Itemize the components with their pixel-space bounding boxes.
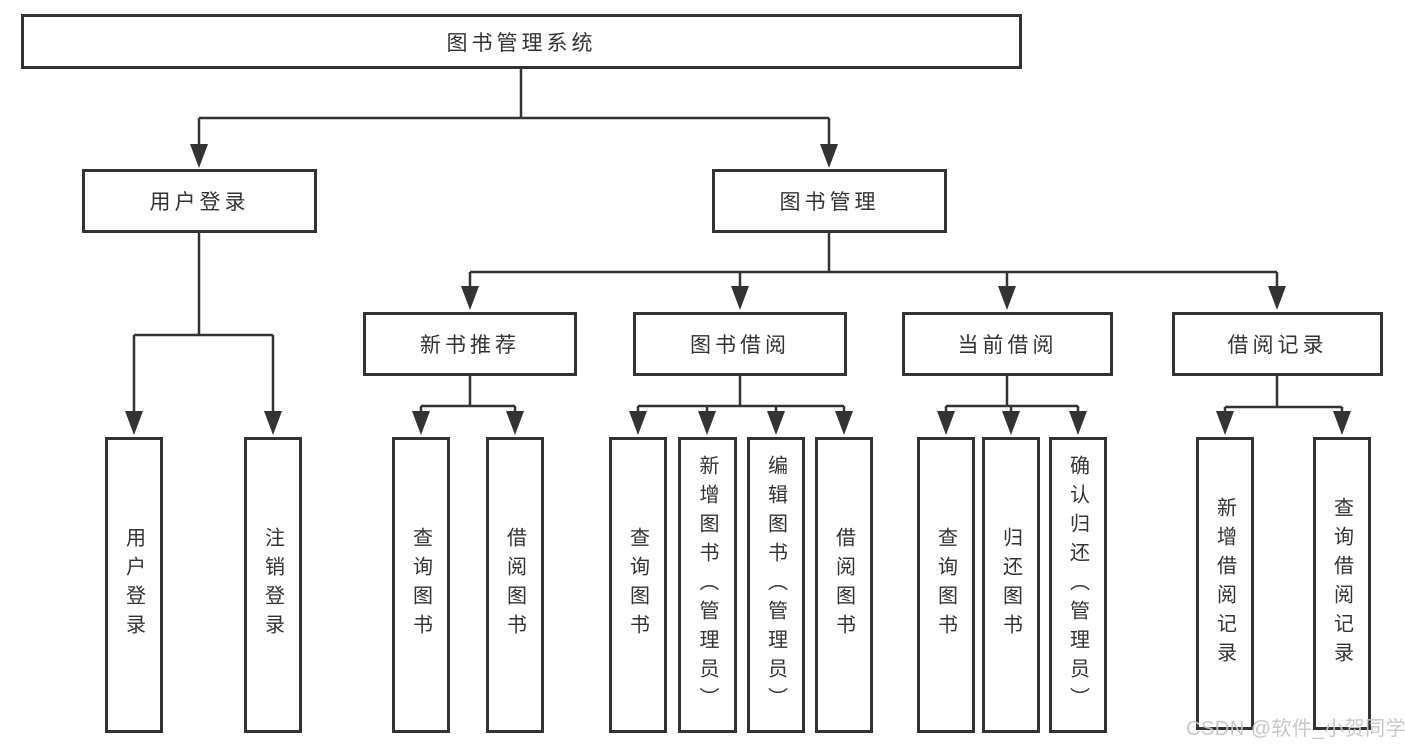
leaf-borrow-books-2: 借阅图书 xyxy=(815,437,873,733)
node-label: 归还图书 xyxy=(999,527,1022,643)
leaf-add-book-admin: 新增图书（管理员） xyxy=(678,437,737,733)
node-label: 新增图书（管理员） xyxy=(696,454,718,716)
leaf-query-books-2: 查询图书 xyxy=(609,437,667,733)
arrow-down-icon xyxy=(698,411,716,435)
node-label: 用户登录 xyxy=(122,527,145,643)
arrow-down-icon xyxy=(1333,411,1351,435)
node-label: 新书推荐 xyxy=(420,334,520,357)
leaf-return-book: 归还图书 xyxy=(982,437,1040,733)
leaf-confirm-return-admin: 确认归还（管理员） xyxy=(1049,437,1107,733)
arrow-down-icon xyxy=(820,144,838,168)
leaf-query-borrow-record: 查询借阅记录 xyxy=(1313,437,1371,730)
leaf-logout: 注销登录 xyxy=(244,437,302,733)
node-new-book-recommend: 新书推荐 xyxy=(363,312,577,376)
leaf-add-borrow-record: 新增借阅记录 xyxy=(1196,437,1254,730)
node-label: 当前借阅 xyxy=(957,334,1058,357)
leaf-user-login: 用户登录 xyxy=(105,437,163,733)
node-user-login-module: 用户登录 xyxy=(82,169,317,233)
arrow-down-icon xyxy=(1002,411,1020,435)
node-label: 图书管理系统 xyxy=(446,31,597,55)
arrow-down-icon xyxy=(125,411,143,435)
node-label: 图书管理 xyxy=(779,191,880,214)
arrow-down-icon xyxy=(461,286,479,310)
arrow-down-icon xyxy=(835,411,853,435)
node-label: 借阅图书 xyxy=(832,527,855,643)
leaf-borrow-books-1: 借阅图书 xyxy=(486,437,544,733)
arrowhead-group xyxy=(125,144,1351,435)
leaf-query-books-1: 查询图书 xyxy=(392,437,450,733)
node-label: 查询借阅记录 xyxy=(1330,496,1353,671)
node-label: 用户登录 xyxy=(149,191,250,214)
leaf-query-books-3: 查询图书 xyxy=(917,437,975,733)
node-label: 新增借阅记录 xyxy=(1213,496,1236,671)
arrow-down-icon xyxy=(731,286,749,310)
arrow-down-icon xyxy=(998,286,1016,310)
node-label: 注销登录 xyxy=(261,527,284,643)
node-root-system: 图书管理系统 xyxy=(21,14,1022,69)
node-label: 查询图书 xyxy=(409,527,432,643)
node-label: 借阅记录 xyxy=(1227,334,1328,357)
arrow-down-icon xyxy=(767,411,785,435)
arrow-down-icon xyxy=(264,411,282,435)
arrow-down-icon xyxy=(937,411,955,435)
arrow-down-icon xyxy=(412,411,430,435)
node-book-borrowing: 图书借阅 xyxy=(633,312,847,376)
arrow-down-icon xyxy=(190,144,208,168)
arrow-down-icon xyxy=(629,411,647,435)
node-book-management: 图书管理 xyxy=(712,169,947,233)
leaf-edit-book-admin: 编辑图书（管理员） xyxy=(747,437,805,733)
node-label: 查询图书 xyxy=(934,527,957,643)
node-label: 借阅图书 xyxy=(503,527,526,643)
node-borrowing-records: 借阅记录 xyxy=(1172,312,1383,376)
arrow-down-icon xyxy=(1216,411,1234,435)
node-current-borrowing: 当前借阅 xyxy=(902,312,1113,376)
node-label: 编辑图书（管理员） xyxy=(764,454,787,716)
arrow-down-icon xyxy=(1069,411,1087,435)
node-label: 查询图书 xyxy=(626,527,649,643)
arrow-down-icon xyxy=(506,411,524,435)
arrow-down-icon xyxy=(1268,286,1286,310)
node-label: 确认归还（管理员） xyxy=(1066,454,1089,716)
node-label: 图书借阅 xyxy=(690,334,790,357)
csdn-watermark: CSDN @软件_小贺同学 xyxy=(1186,718,1405,740)
